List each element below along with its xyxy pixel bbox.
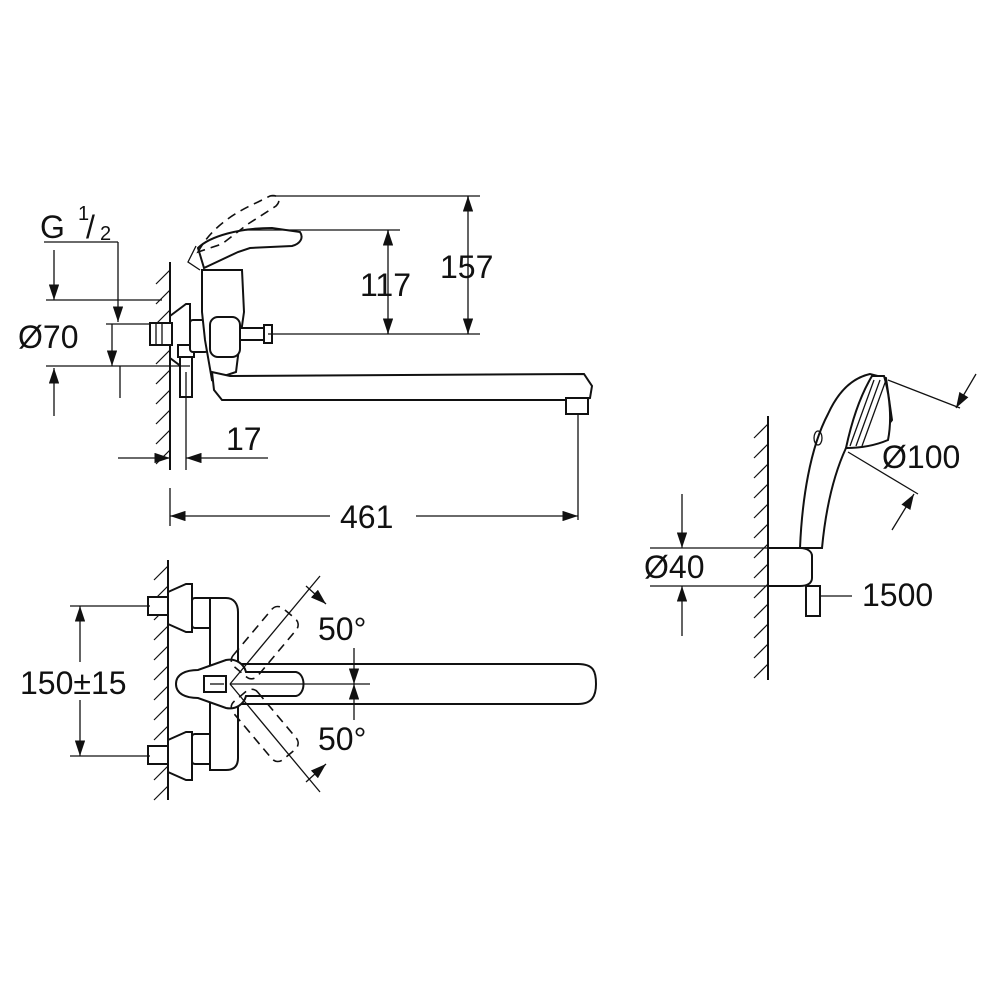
dim-spacing: 150±15 bbox=[20, 665, 127, 701]
dim-offset-17: 17 bbox=[226, 421, 262, 457]
side-view: G 1 / 2 Ø70 117 157 17 bbox=[18, 194, 594, 535]
lower-stub bbox=[147, 745, 169, 765]
hand-shower-view: Ø100 Ø40 1500 bbox=[644, 372, 977, 680]
upper-stub bbox=[147, 596, 169, 616]
lever-closed bbox=[196, 226, 303, 270]
top-view: 50° 50° 150±15 bbox=[20, 560, 598, 801]
dim-height-157: 157 bbox=[440, 249, 493, 285]
angle-bottom: 50° bbox=[318, 721, 366, 757]
angle-top: 50° bbox=[318, 611, 366, 647]
thread-slash: / bbox=[86, 209, 95, 245]
dim-head-diameter: Ø100 bbox=[882, 439, 960, 475]
spout bbox=[210, 370, 594, 401]
lower-rosette bbox=[167, 731, 193, 781]
hose-connector bbox=[805, 585, 821, 617]
mixer-window bbox=[209, 316, 241, 358]
dim-height-117: 117 bbox=[360, 267, 411, 303]
dim-diameter-70: Ø70 bbox=[18, 319, 78, 355]
inlet-stub bbox=[149, 322, 173, 346]
dim-length-461: 461 bbox=[340, 499, 393, 535]
top-spout bbox=[237, 663, 598, 705]
dim-hose-length: 1500 bbox=[862, 577, 933, 613]
thread-denominator: 2 bbox=[100, 223, 111, 245]
upper-rosette bbox=[167, 583, 193, 633]
dim-holder-diameter: Ø40 bbox=[644, 549, 704, 585]
thread-label: G bbox=[40, 209, 65, 245]
shower-holder bbox=[767, 547, 813, 587]
thread-numerator: 1 bbox=[78, 203, 89, 225]
aerator bbox=[565, 397, 589, 415]
